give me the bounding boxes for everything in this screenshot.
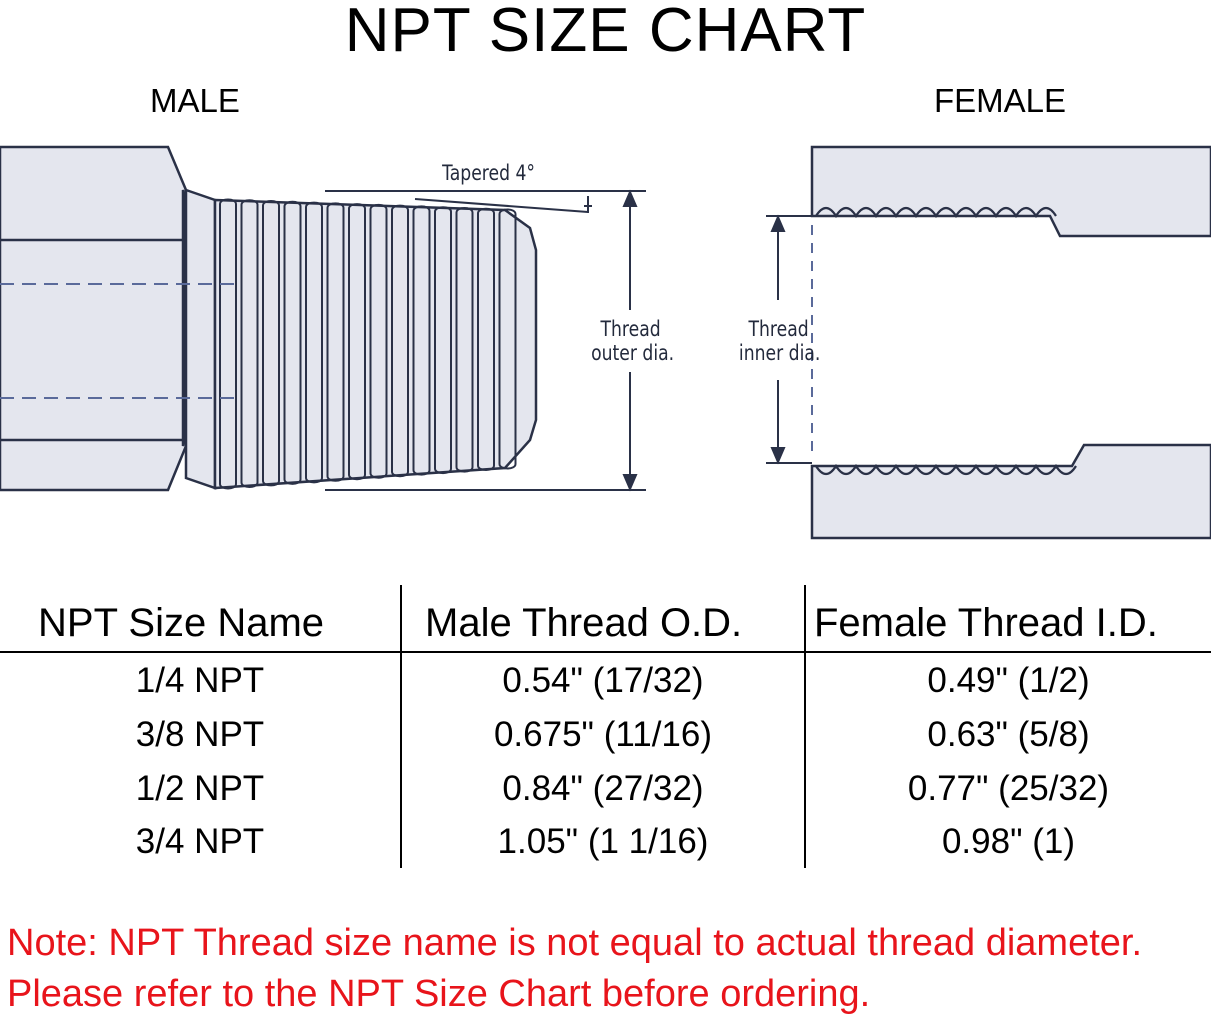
header-male-thread-od: Male Thread O.D. (425, 601, 743, 645)
thread-crest (455, 206, 474, 473)
female-thread-tooth-row (815, 206, 1057, 219)
female-thread-tooth-row (815, 463, 1077, 476)
thread-crest (434, 206, 452, 475)
page-title: NPT SIZE CHART (344, 0, 867, 65)
thread-crest (477, 207, 495, 472)
cell-female-id: 0.98" (1) (941, 822, 1076, 861)
thread-inner-label-line2: inner dia. (739, 340, 820, 365)
thread-crest (262, 200, 280, 487)
cell-size-name: 3/4 NPT (135, 822, 265, 861)
male-center-lines (0, 283, 240, 399)
cell-female-id: 0.77" (25/32) (907, 769, 1110, 808)
column-divider-1 (400, 585, 402, 868)
cell-male-od: 1.05" (1 1/16) (497, 822, 709, 861)
cell-male-od: 0.84" (27/32) (502, 769, 704, 808)
thread-crest (391, 204, 409, 478)
thread-crest (369, 203, 388, 479)
column-divider-2 (804, 585, 806, 868)
female-lower-wall (810, 443, 1211, 540)
thread-crest (219, 198, 237, 490)
collar (184, 188, 217, 490)
thread-crest (240, 199, 259, 488)
male-label: MALE (150, 82, 240, 119)
female-upper-wall (810, 145, 1211, 238)
cell-size-name: 1/2 NPT (135, 769, 265, 808)
hex-nut-body (0, 145, 188, 492)
npt-thread-diagram: Tapered 4° Thread outer dia. Thread inne… (0, 145, 1211, 540)
thread-crest (326, 202, 345, 482)
thread-crest (283, 200, 302, 485)
cell-male-od: 0.54" (17/32) (502, 661, 704, 700)
cell-female-id: 0.49" (1/2) (927, 661, 1090, 700)
taper-annotation (325, 190, 646, 213)
thread-crest (498, 208, 517, 470)
ordering-note: Note: NPT Thread size name is not equal … (7, 922, 1143, 1015)
cell-size-name: 3/8 NPT (135, 715, 265, 754)
thread-inner-label-line1: Thread (748, 316, 809, 341)
thread-crest (348, 203, 366, 481)
header-npt-size-name: NPT Size Name (38, 601, 325, 645)
thread-outer-label-line2: outer dia. (591, 340, 674, 365)
thread-crest (412, 205, 431, 476)
cell-female-id: 0.63" (5/8) (927, 715, 1090, 754)
header-female-thread-id: Female Thread I.D. (814, 601, 1158, 645)
tapered-label: Tapered 4° (441, 160, 535, 185)
female-thread-teeth (815, 206, 1077, 476)
outer-dia-dimension (325, 189, 646, 492)
cell-size-name: 1/4 NPT (135, 661, 265, 700)
thread-outer-label-line1: Thread (600, 316, 661, 341)
thread-crest (305, 201, 323, 484)
male-thread-crests (219, 198, 517, 490)
female-label: FEMALE (934, 82, 1067, 119)
cell-male-od: 0.675" (11/16) (493, 715, 713, 754)
female-fitting-illustration (810, 145, 1211, 540)
npt-size-table: NPT Size Name Male Thread O.D. Female Th… (0, 585, 1211, 870)
inner-dia-dimension (766, 214, 812, 465)
header-divider (0, 651, 1211, 653)
